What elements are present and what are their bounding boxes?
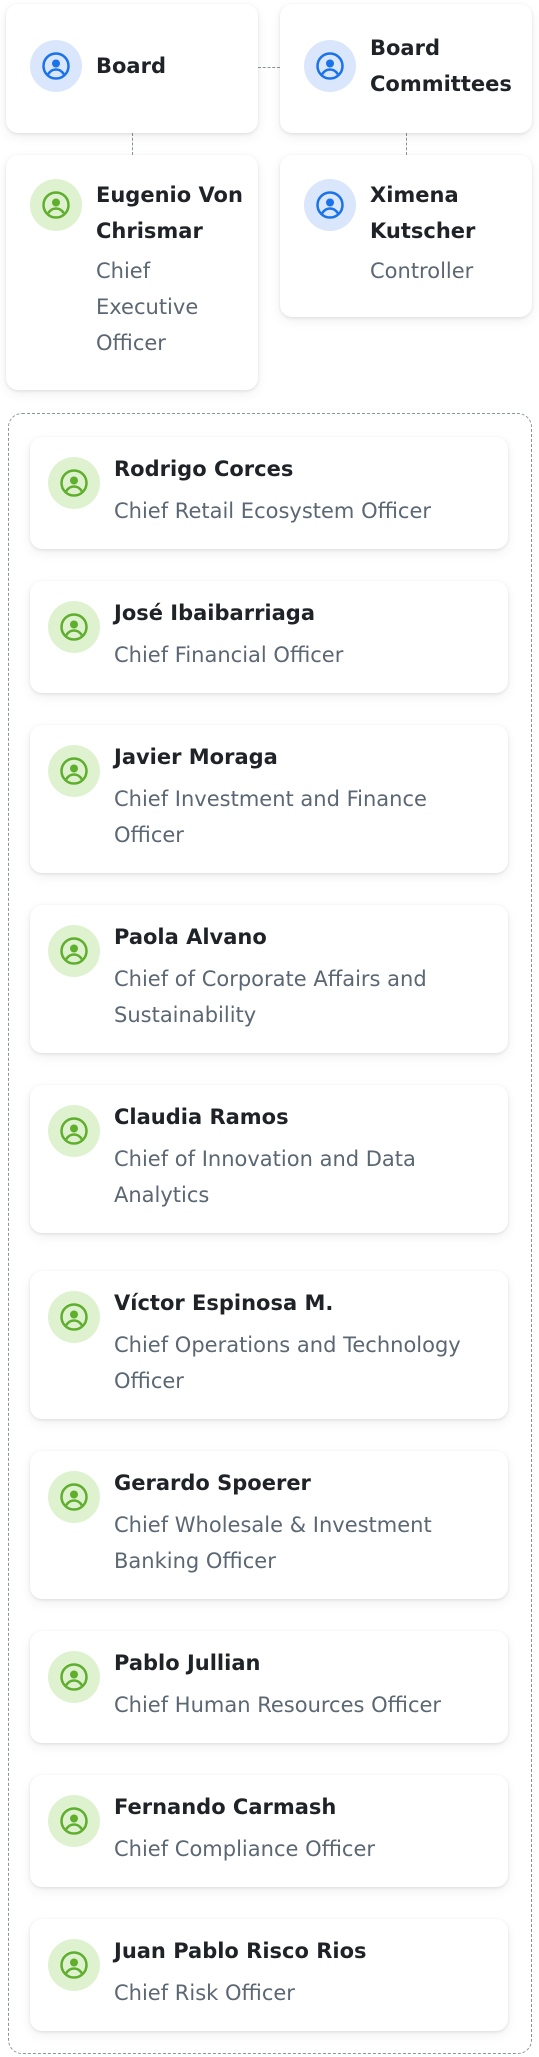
executive-card[interactable]: Javier Moraga Chief Investment and Finan… bbox=[30, 725, 508, 873]
avatar bbox=[30, 179, 82, 231]
connector-board-committees bbox=[258, 67, 280, 68]
avatar bbox=[48, 601, 100, 653]
avatar bbox=[48, 1291, 100, 1343]
user-circle-icon bbox=[60, 1483, 88, 1511]
ceo-card[interactable]: Eugenio Von Chrismar Chief Executive Off… bbox=[6, 155, 258, 390]
avatar bbox=[48, 1651, 100, 1703]
executive-role: Chief Human Resources Officer bbox=[114, 1693, 442, 1717]
board-committees-card[interactable]: Board Committees bbox=[280, 4, 532, 133]
avatar bbox=[304, 179, 356, 231]
avatar bbox=[304, 40, 356, 92]
executive-role: Chief Financial Officer bbox=[114, 643, 344, 667]
executive-name: Rodrigo Corces bbox=[114, 457, 294, 481]
executive-name: Pablo Jullian bbox=[114, 1651, 261, 1675]
user-circle-icon bbox=[60, 1807, 88, 1835]
user-circle-icon bbox=[42, 52, 70, 80]
avatar bbox=[48, 925, 100, 977]
user-circle-icon bbox=[42, 191, 70, 219]
ceo-name: Eugenio Von Chrismar bbox=[96, 183, 243, 243]
avatar bbox=[48, 457, 100, 509]
executive-name: José Ibaibarriaga bbox=[114, 601, 315, 625]
executive-card[interactable]: Pablo Jullian Chief Human Resources Offi… bbox=[30, 1631, 508, 1743]
user-circle-icon bbox=[60, 757, 88, 785]
executives-group bbox=[8, 413, 532, 2054]
avatar bbox=[48, 745, 100, 797]
connector-committees-controller bbox=[406, 133, 407, 155]
executive-name: Javier Moraga bbox=[114, 745, 278, 769]
user-circle-icon bbox=[60, 1303, 88, 1331]
executive-card[interactable]: Víctor Espinosa M. Chief Operations and … bbox=[30, 1271, 508, 1419]
avatar bbox=[48, 1471, 100, 1523]
user-circle-icon bbox=[60, 1663, 88, 1691]
executive-card[interactable]: Fernando Carmash Chief Compliance Office… bbox=[30, 1775, 508, 1887]
controller-role: Controller bbox=[370, 259, 474, 283]
avatar bbox=[30, 40, 82, 92]
connector-board-ceo bbox=[132, 133, 133, 155]
user-circle-icon bbox=[60, 937, 88, 965]
avatar bbox=[48, 1939, 100, 1991]
user-circle-icon bbox=[60, 1117, 88, 1145]
executive-role: Chief Retail Ecosystem Officer bbox=[114, 499, 431, 523]
executive-role: Chief Compliance Officer bbox=[114, 1837, 376, 1861]
user-circle-icon bbox=[316, 191, 344, 219]
executive-name: Claudia Ramos bbox=[114, 1105, 289, 1129]
executive-card[interactable]: Claudia Ramos Chief of Innovation and Da… bbox=[30, 1085, 508, 1233]
executive-name: Juan Pablo Risco Rios bbox=[114, 1939, 367, 1963]
executive-role: Chief Operations and Technology Officer bbox=[114, 1333, 461, 1393]
user-circle-icon bbox=[60, 1951, 88, 1979]
controller-card[interactable]: Ximena Kutscher Controller bbox=[280, 155, 532, 317]
avatar bbox=[48, 1795, 100, 1847]
executive-role: Chief of Corporate Affairs and Sustainab… bbox=[114, 967, 427, 1027]
executive-name: Gerardo Spoerer bbox=[114, 1471, 311, 1495]
ceo-role: Chief Executive Officer bbox=[96, 259, 199, 355]
executive-card[interactable]: Paola Alvano Chief of Corporate Affairs … bbox=[30, 905, 508, 1053]
avatar bbox=[48, 1105, 100, 1157]
executive-card[interactable]: Juan Pablo Risco Rios Chief Risk Officer bbox=[30, 1919, 508, 2031]
executive-role: Chief of Innovation and Data Analytics bbox=[114, 1147, 416, 1207]
executive-role: Chief Wholesale & Investment Banking Off… bbox=[114, 1513, 432, 1573]
executive-name: Paola Alvano bbox=[114, 925, 267, 949]
executive-card[interactable]: Gerardo Spoerer Chief Wholesale & Invest… bbox=[30, 1451, 508, 1599]
board-name: Board bbox=[96, 54, 166, 78]
user-circle-icon bbox=[316, 52, 344, 80]
executive-role: Chief Risk Officer bbox=[114, 1981, 295, 2005]
executive-name: Fernando Carmash bbox=[114, 1795, 337, 1819]
user-circle-icon bbox=[60, 613, 88, 641]
user-circle-icon bbox=[60, 469, 88, 497]
executive-name: Víctor Espinosa M. bbox=[114, 1291, 334, 1315]
board-committees-name: Board Committees bbox=[370, 36, 512, 96]
executive-card[interactable]: José Ibaibarriaga Chief Financial Office… bbox=[30, 581, 508, 693]
board-card[interactable]: Board bbox=[6, 4, 258, 133]
controller-name: Ximena Kutscher bbox=[370, 183, 476, 243]
executive-card[interactable]: Rodrigo Corces Chief Retail Ecosystem Of… bbox=[30, 437, 508, 549]
executive-role: Chief Investment and Finance Officer bbox=[114, 787, 427, 847]
